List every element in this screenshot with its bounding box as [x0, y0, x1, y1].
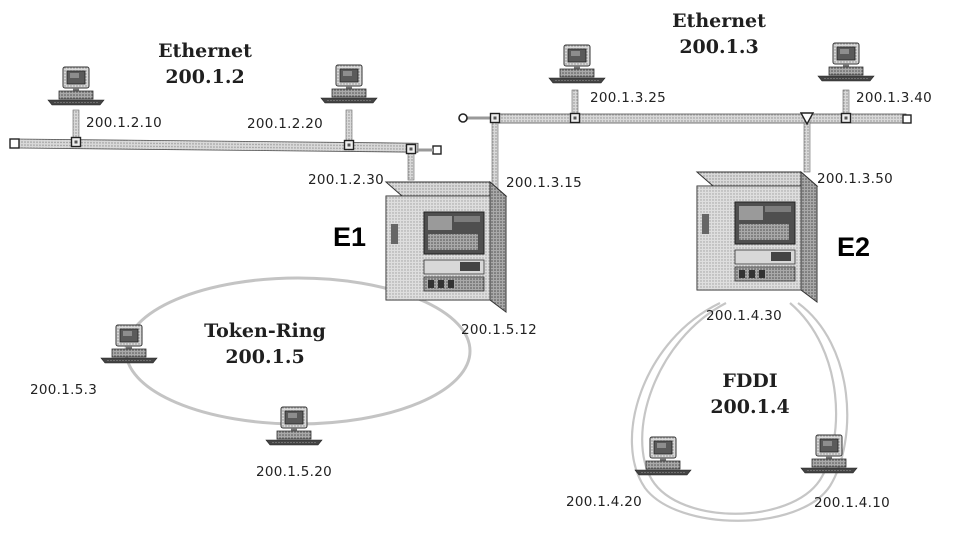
token-ring-address: 200.1.5: [225, 346, 305, 368]
ip-label-200-1-2-20: 200.1.2.20: [247, 116, 323, 132]
ethernet-200-1-2-cable: [9, 138, 442, 155]
ip-label-200-1-5-20: 200.1.5.20: [256, 464, 332, 480]
host-200-1-3-40: [817, 42, 875, 82]
ethernet-200-1-2-title: Ethernet 200.1.2: [150, 38, 260, 90]
host-200-1-5-3: [100, 324, 158, 364]
fddi-address: 200.1.4: [710, 396, 790, 418]
token-ring-title: Token-Ring 200.1.5: [200, 318, 330, 370]
fddi-200-1-4-rings: [630, 302, 849, 522]
host-200-1-5-20: [265, 406, 323, 446]
host-200-1-4-10: [800, 434, 858, 474]
ip-label-200-1-3-25: 200.1.3.25: [590, 90, 666, 106]
ip-label-200-1-5-3: 200.1.5.3: [30, 382, 98, 398]
router-e1-label: E1: [333, 222, 367, 252]
router-e2-device: [696, 171, 818, 303]
ethernet-200-1-3-taps: [489, 112, 852, 126]
ip-label-200-1-2-30: 200.1.2.30: [308, 172, 384, 188]
router-e1-device: [385, 181, 507, 313]
host-200-1-2-10: [47, 66, 105, 106]
ip-label-200-1-3-40: 200.1.3.40: [856, 90, 932, 106]
host-200-1-3-25: [548, 44, 606, 84]
ethernet-200-1-2-name: Ethernet: [158, 40, 252, 62]
fddi-name: FDDI: [722, 370, 778, 392]
ip-label-200-1-3-15: 200.1.3.15: [506, 175, 582, 191]
fddi-title: FDDI 200.1.4: [700, 368, 800, 420]
ethernet-200-1-2-address: 200.1.2: [165, 66, 245, 88]
ip-label-200-1-2-10: 200.1.2.10: [86, 115, 162, 131]
ip-label-200-1-5-12: 200.1.5.12: [461, 322, 537, 338]
ip-label-200-1-4-20: 200.1.4.20: [566, 494, 642, 510]
ethernet-200-1-3-title: Ethernet 200.1.3: [664, 8, 774, 60]
ip-label-200-1-3-50: 200.1.3.50: [817, 171, 893, 187]
ethernet-200-1-3-address: 200.1.3: [679, 36, 759, 58]
ip-label-200-1-4-30: 200.1.4.30: [706, 308, 782, 324]
ip-label-200-1-4-10: 200.1.4.10: [814, 495, 890, 511]
host-200-1-2-20: [320, 64, 378, 104]
ethernet-200-1-3-name: Ethernet: [672, 10, 766, 32]
router-e2-label: E2: [837, 232, 871, 262]
token-ring-name: Token-Ring: [204, 320, 326, 342]
